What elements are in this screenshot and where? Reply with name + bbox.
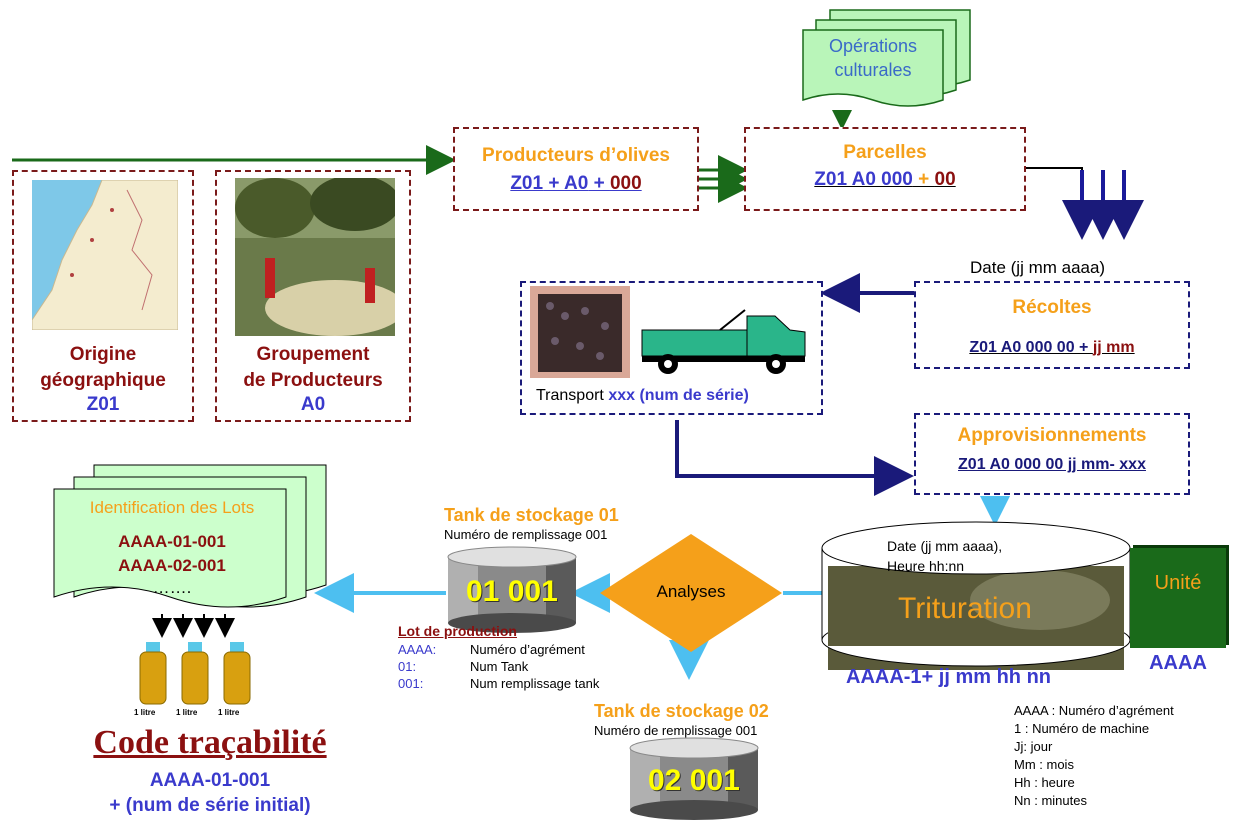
tank2-sub: Numéro de remplissage 001 (594, 723, 758, 738)
tank1-sub: Numéro de remplissage 001 (444, 527, 608, 542)
bottle-icon (223, 642, 251, 705)
transport-appro-line (675, 420, 914, 496)
bottle-label-3: 1 litre (218, 708, 240, 717)
operations-doc-stack (802, 9, 971, 107)
code-tracabilite-line2: + (num de série initial) (109, 795, 311, 816)
trituration-code: AAAA-1+ jj mm hh nn (846, 666, 1052, 688)
trituration-date: Date (jj mm aaaa), (887, 538, 1003, 554)
code-tracabilite-line1: AAAA-01-001 (149, 770, 271, 791)
transport-box: Transport xxx (num de série) (520, 281, 823, 415)
morocco-map-image (32, 180, 178, 330)
producteurs-code: Z01 + A0 + 000 (510, 173, 642, 194)
olive-harvest-photo (235, 178, 395, 336)
approvisionnements-title: Approvisionnements (957, 425, 1147, 446)
analyses-label: Analyses (656, 582, 726, 601)
transport-label: Transport xxx (num de série) (536, 387, 749, 404)
recoltes-title: Récoltes (1012, 297, 1092, 318)
tank1-image (447, 546, 577, 633)
parcelles-code: Z01 A0 000 + 00 (814, 169, 956, 190)
bottles-image (139, 642, 251, 705)
identification-lot-2: AAAA-02-001 (118, 556, 226, 575)
code-tracabilite-title: Code traçabilité (93, 724, 327, 761)
groupement-box: Groupement de Producteurs A0 (215, 170, 411, 422)
analyses-diamond (600, 534, 782, 652)
olive-crate-photo (530, 286, 630, 378)
code-legend: AAAA : Numéro d’agrément 1 : Numéro de m… (1014, 702, 1174, 810)
bottle-icon (139, 642, 167, 705)
lot-production-row: 01:Num Tank (398, 659, 529, 674)
tank2-title: Tank de stockage 02 (594, 701, 769, 721)
identification-title: Identification des Lots (89, 498, 255, 517)
origine-code: Z01 (86, 394, 120, 415)
parcelles-box: Parcelles Z01 A0 000 + 00 (744, 127, 1026, 211)
lot-production-row: AAAA:Numéro d’agrément (398, 642, 585, 657)
groupement-code: A0 (300, 394, 326, 415)
origine-box: Origine géographique Z01 (12, 170, 194, 422)
producteurs-title: Producteurs d’olives (482, 145, 670, 166)
legend-item: Mm : mois (1014, 757, 1074, 772)
origine-label: Origine géographique (40, 344, 166, 391)
trituration-label: Trituration (898, 592, 1032, 625)
bottle-label-2: 1 litre (176, 708, 198, 717)
producteurs-box: Producteurs d’olives Z01 + A0 + 000 (453, 127, 699, 211)
legend-item: Hh : heure (1014, 775, 1075, 790)
legend-item: Nn : minutes (1014, 793, 1087, 808)
approvisionnements-box: Approvisionnements Z01 A0 000 00 jj mm- … (914, 413, 1190, 495)
identification-dots: ……. (152, 578, 192, 597)
recolte-date: Date (jj mm aaaa) (970, 258, 1106, 277)
legend-item: Jj: jour (1014, 739, 1053, 754)
unite-box (1130, 548, 1226, 648)
legend-item: 1 : Numéro de machine (1014, 721, 1150, 736)
unite-label: Unité (1154, 572, 1202, 594)
recoltes-code: Z01 A0 000 00 + jj mm (969, 339, 1135, 356)
lot-production-list: AAAA:Numéro d’agrément 01:Num Tank 001:N… (398, 641, 599, 692)
recoltes-box: Récoltes Z01 A0 000 00 + jj mm (914, 281, 1190, 369)
bottle-label-1: 1 litre (134, 708, 156, 717)
operations-label: Opérations culturales (828, 36, 918, 80)
truck-icon (641, 309, 806, 374)
lot-production-title: Lot de production (398, 623, 517, 639)
tank2-label: 02 001 (648, 764, 740, 797)
unite-code: AAAA (1149, 652, 1207, 674)
trituration-heure: Heure hh:nn (887, 558, 965, 574)
groupement-label: Groupement de Producteurs (243, 344, 383, 391)
parcelles-title: Parcelles (843, 142, 927, 163)
identification-doc-stack (53, 464, 327, 608)
lot-production-row: 001:Num remplissage tank (398, 676, 600, 691)
identification-lot-1: AAAA-01-001 (118, 532, 226, 551)
trituration-cylinder (821, 521, 1131, 670)
approvisionnements-code: Z01 A0 000 00 jj mm- xxx (958, 456, 1146, 473)
bottle-icon (181, 642, 209, 705)
tank1-title: Tank de stockage 01 (444, 505, 619, 525)
parcelles-out-line (1024, 167, 1083, 230)
legend-item: AAAA : Numéro d’agrément (1014, 703, 1174, 718)
tank2-image (629, 737, 759, 820)
tank1-label: 01 001 (466, 575, 558, 608)
